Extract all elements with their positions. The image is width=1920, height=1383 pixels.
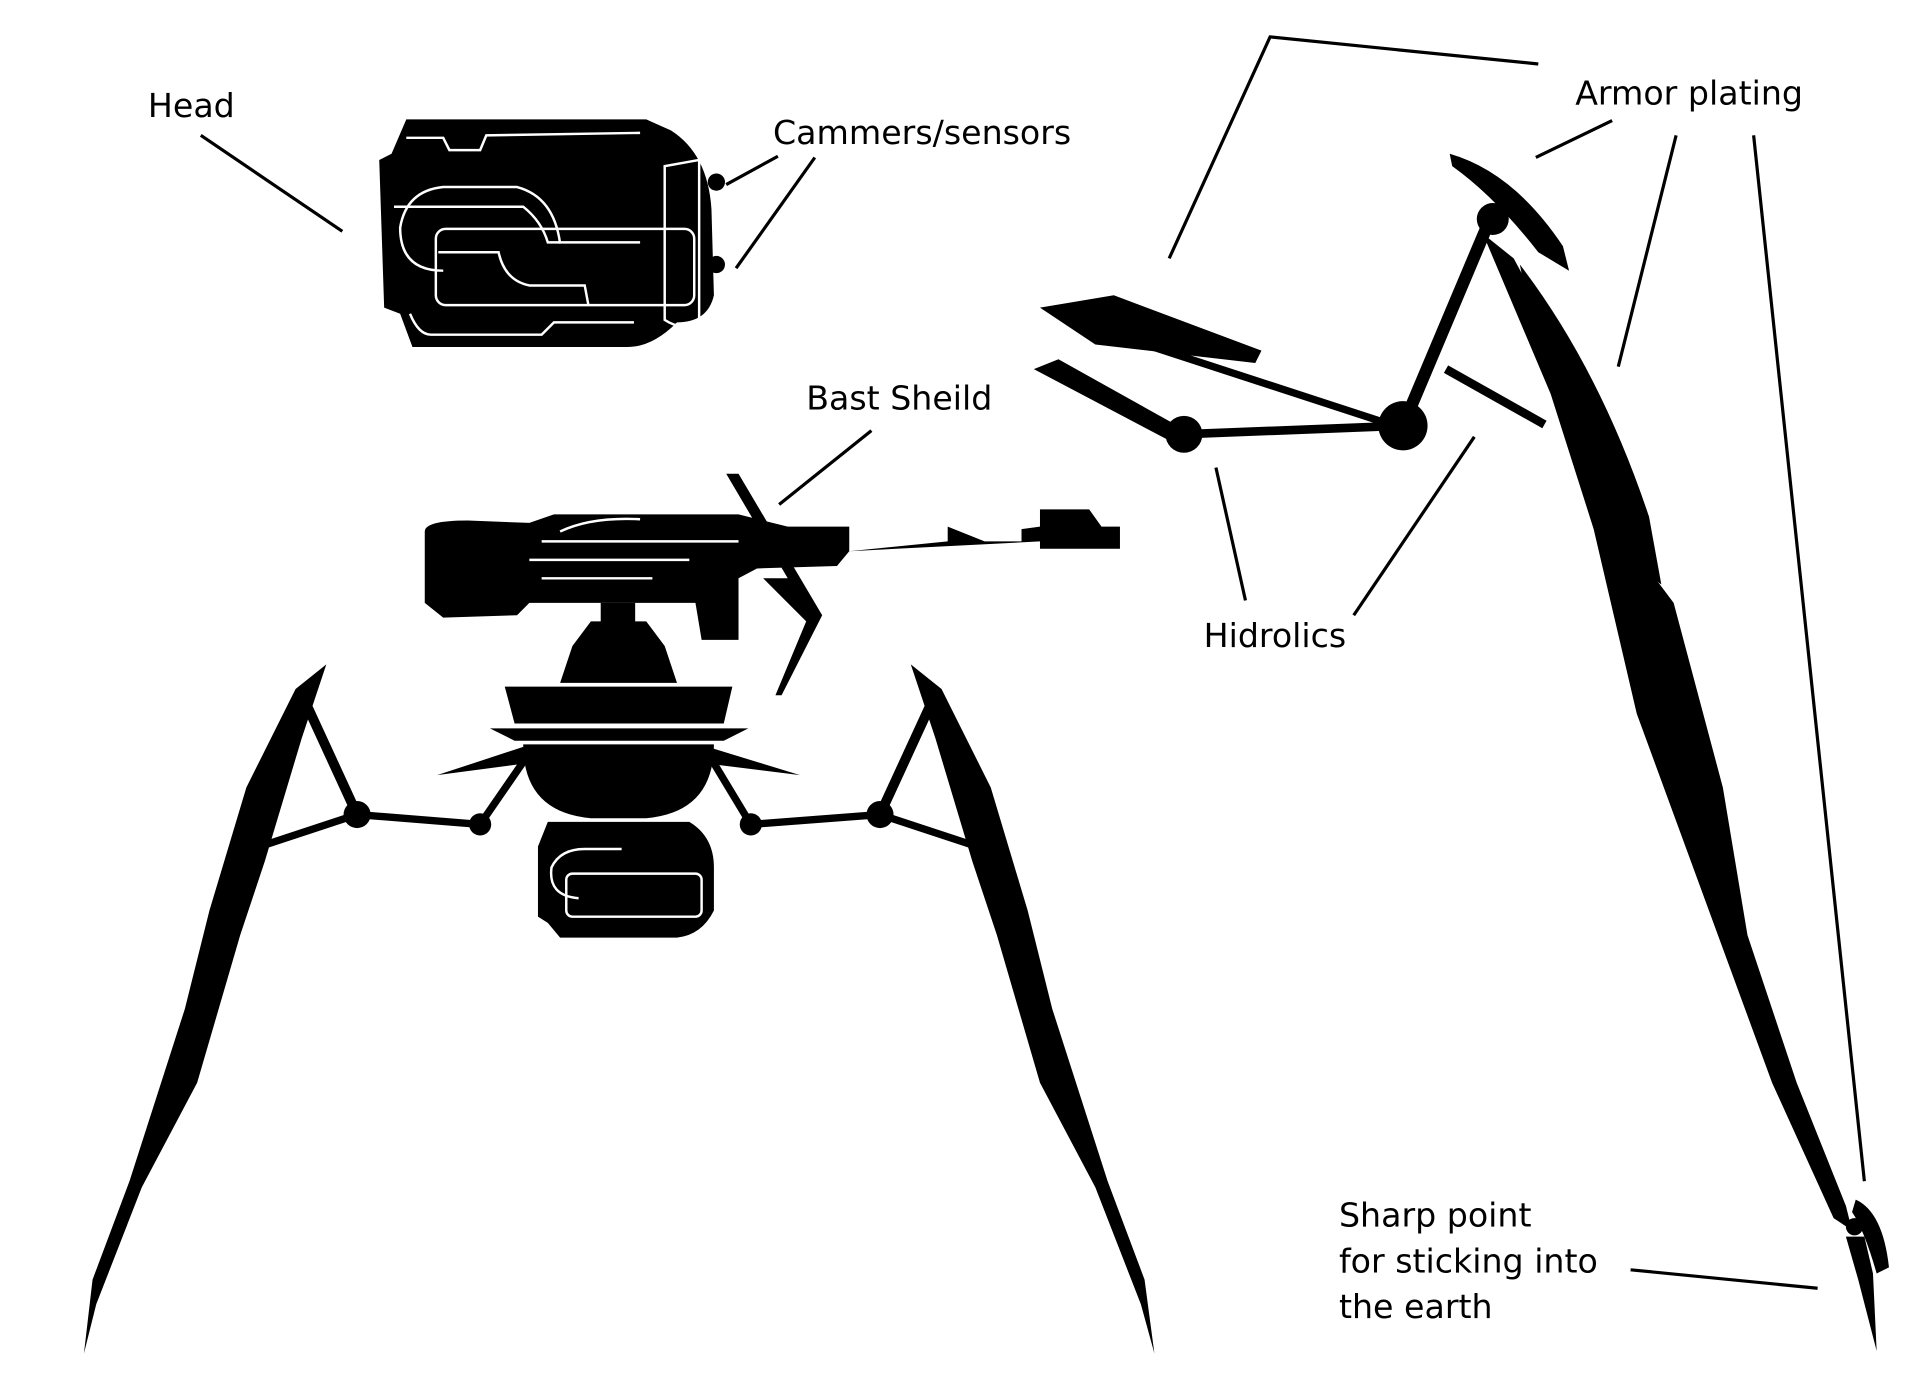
label-head: Head [148,86,235,125]
label-blast-shield: Bast Sheild [806,379,992,418]
label-sensors: Cammers/sensors [773,113,1071,152]
head-illustration [379,119,725,347]
label-sharp-point-3: the earth [1339,1287,1493,1326]
label-sharp-point-1: Sharp point [1339,1196,1532,1235]
label-armor-plating: Armor plating [1575,74,1803,113]
label-hydraulics: Hidrolics [1204,616,1347,655]
gun-illustration [424,473,1120,696]
leader-lines [199,35,1866,1290]
legs-front-illustration [83,664,1155,1354]
label-sharp-point-2: for sticking into [1339,1241,1598,1280]
turret-body-illustration [437,602,801,938]
side-leg-illustration [1033,153,1889,1352]
